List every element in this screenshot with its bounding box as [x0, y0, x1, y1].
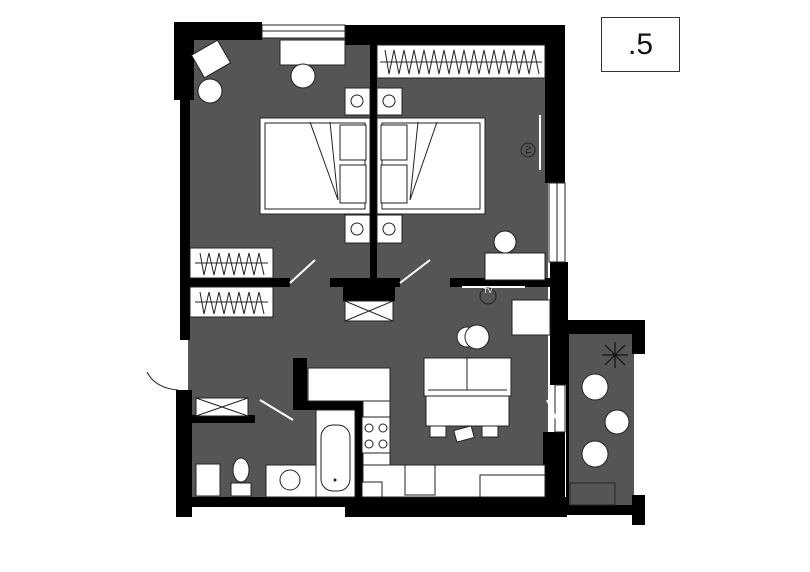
desk-right: [484, 252, 546, 281]
coffee-table: [464, 324, 490, 350]
window-right: [548, 182, 566, 263]
bathroom-door[interactable]: [259, 399, 294, 421]
double-bed-right: [376, 117, 486, 215]
balcony-box: [569, 482, 616, 506]
desk-chair: [493, 230, 517, 254]
toilet: [230, 457, 252, 497]
window-balcony: [554, 384, 566, 433]
fridge: [479, 474, 546, 498]
balcony-chair: [581, 373, 609, 401]
kitchen-sink: [404, 464, 436, 496]
bedroom-door-right[interactable]: [399, 259, 431, 284]
balcony-chair: [581, 440, 609, 468]
wardrobe-top-right: [376, 44, 546, 79]
plant-icon: [602, 342, 628, 368]
unit-label: .5: [601, 17, 680, 72]
armchair-living: [511, 299, 551, 336]
tv-icon-living: [479, 287, 497, 305]
wardrobe-left-1: [189, 247, 274, 279]
walls: [174, 22, 645, 525]
hall-closet: [344, 300, 394, 322]
kitchen-counter: [307, 367, 391, 402]
balcony-table: [604, 409, 630, 435]
desk: [279, 39, 346, 66]
bedroom-door-left[interactable]: [289, 259, 316, 284]
chair: [290, 63, 316, 89]
tv-icon: [520, 142, 536, 158]
bathroom-storage: [195, 397, 249, 417]
side-table: [197, 78, 223, 104]
radiator: [195, 463, 221, 497]
boiler: [361, 481, 383, 498]
sofa: [423, 357, 512, 397]
balcony-door[interactable]: [546, 399, 563, 431]
window-top: [261, 24, 346, 39]
washbasin: [265, 464, 317, 498]
armchair: [190, 39, 232, 79]
bathtub: [315, 409, 356, 498]
dining-table: [425, 395, 510, 427]
tv-label-living: TV: [484, 288, 493, 295]
tv-label: TV: [526, 145, 533, 154]
wardrobe-left-2: [189, 286, 274, 318]
dining-chairs: [429, 425, 499, 443]
stove: [361, 416, 391, 454]
double-bed-left: [259, 117, 371, 215]
nightstands: [344, 87, 403, 244]
entry-door[interactable]: [146, 339, 182, 391]
